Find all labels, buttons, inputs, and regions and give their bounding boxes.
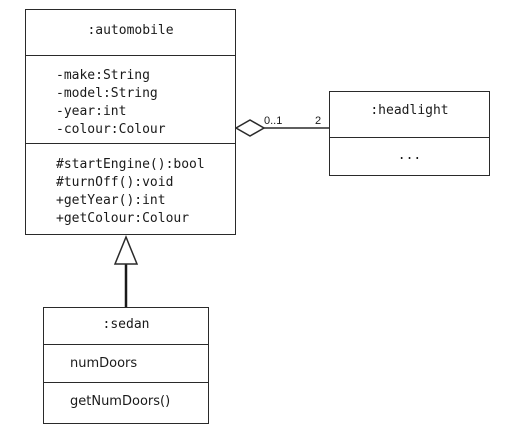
class-name-section: :automobile [26, 10, 235, 55]
attribute: -year:int [56, 104, 127, 119]
class-body-section: ... [330, 137, 489, 175]
attribute: -make:String [56, 68, 150, 83]
operation: getNumDoors() [70, 394, 171, 409]
attribute: numDoors [70, 356, 138, 371]
class-name: :headlight [370, 103, 449, 118]
operation: #startEngine():bool [56, 157, 205, 172]
class-sedan: :sedan numDoors getNumDoors() [43, 307, 209, 424]
attributes-section: numDoors [44, 344, 208, 382]
class-name-section: :sedan [44, 308, 208, 344]
operation: +getYear():int [56, 193, 166, 208]
class-body-ellipsis: ... [397, 148, 422, 163]
operations-section: #startEngine():bool #turnOff():void +get… [26, 143, 235, 234]
class-automobile: :automobile -make:String -model:String -… [25, 9, 236, 235]
attribute: -model:String [56, 86, 158, 101]
operation: +getColour:Colour [56, 211, 190, 226]
class-headlight: :headlight ... [329, 91, 490, 176]
attribute: -colour:Colour [56, 122, 166, 137]
attributes-section: -make:String -model:String -year:int -co… [26, 55, 235, 143]
class-name: :sedan [102, 317, 150, 332]
class-name-section: :headlight [330, 92, 489, 137]
operation: #turnOff():void [56, 175, 174, 190]
multiplicity-part: 2 [315, 115, 322, 127]
operations-section: getNumDoors() [44, 382, 208, 423]
class-name: :automobile [87, 23, 174, 38]
inheritance-arrowhead-icon [113, 235, 139, 265]
multiplicity-whole: 0..1 [264, 115, 283, 127]
aggregation-diamond-icon [234, 119, 266, 137]
